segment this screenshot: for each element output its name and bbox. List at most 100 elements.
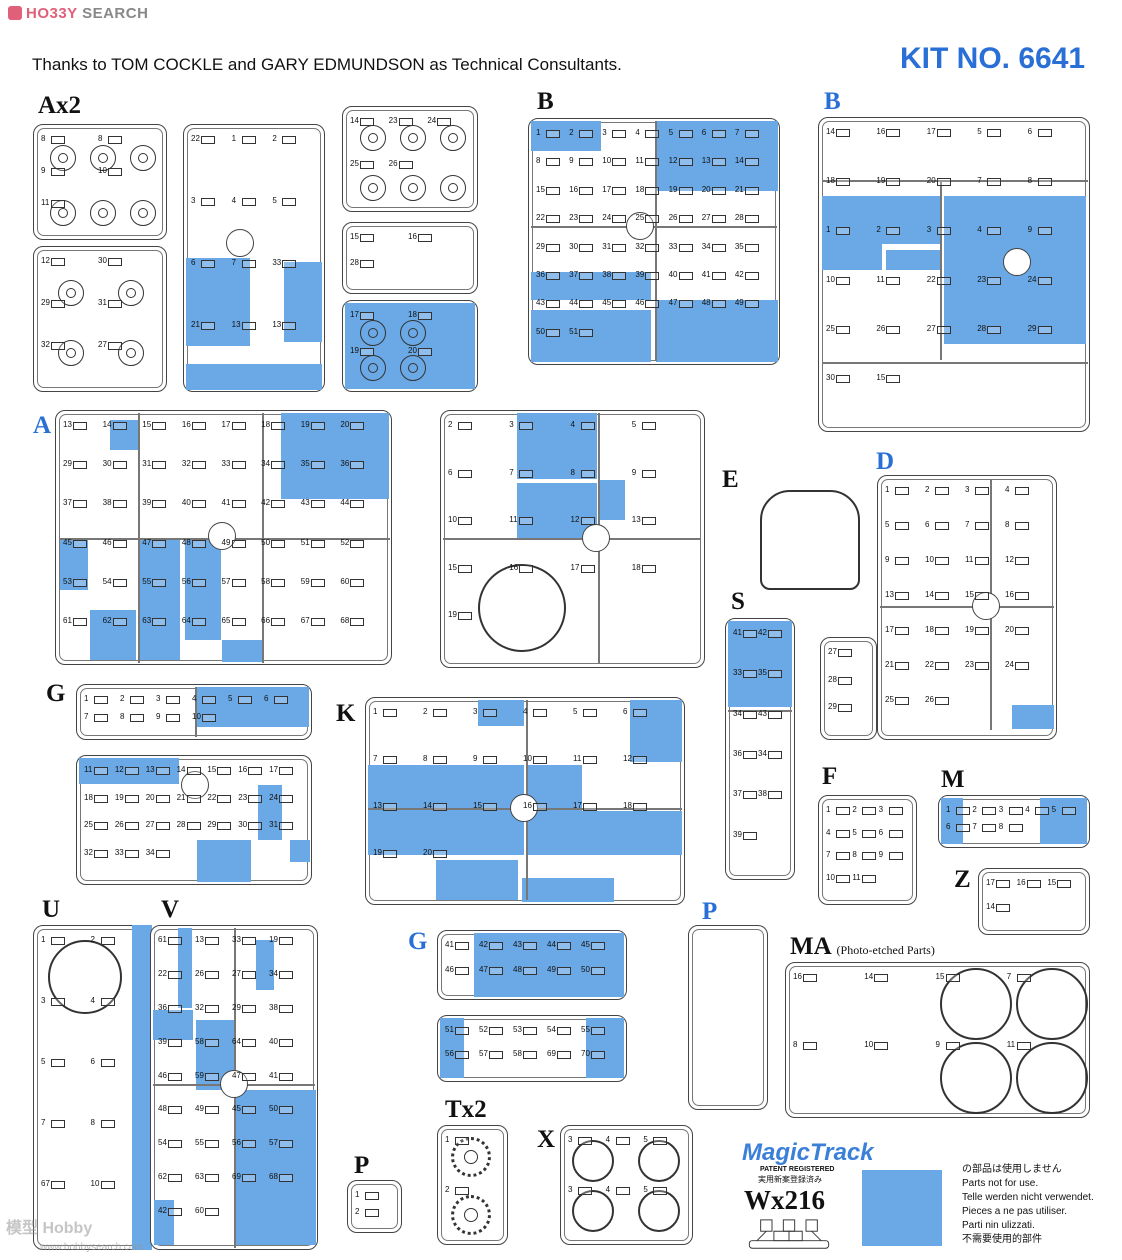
part-outline (975, 557, 989, 565)
part-number: 1 (826, 805, 831, 814)
part-outline (874, 1042, 889, 1050)
part-outline (975, 592, 989, 600)
part-number: 32 (181, 459, 191, 469)
part-number: 8 (998, 821, 1004, 831)
not-used-area (1012, 705, 1054, 729)
part-outline (168, 970, 182, 979)
part-outline (282, 322, 297, 330)
part-number: 11 (509, 515, 518, 525)
part-number: 22 (536, 213, 545, 223)
part-outline (641, 564, 656, 573)
part-outline (231, 539, 246, 548)
sprue-label: P (354, 1152, 369, 1179)
part-number: 29 (41, 298, 50, 307)
part-number: 7 (965, 520, 970, 529)
part-number: 42 (261, 498, 271, 508)
part-outline (242, 1106, 256, 1115)
part-number: 49 (547, 965, 556, 974)
part-number: 1 (355, 1190, 360, 1199)
part-outline (936, 227, 951, 236)
part-number: 29 (63, 459, 72, 469)
part-number: 27 (701, 213, 711, 223)
part-outline (73, 617, 87, 626)
part-number: 2 (569, 128, 574, 137)
sprue-letter: Z (954, 866, 971, 893)
part-number: 19 (965, 625, 974, 634)
part-number: 8 (41, 134, 46, 143)
part-number: 3 (878, 805, 884, 814)
part-number: 16 (238, 765, 248, 774)
sprue-label: X (537, 1126, 555, 1153)
part-number: 8 (423, 754, 428, 763)
sprue-hub (220, 1070, 248, 1098)
sprue-letter: P (702, 898, 718, 925)
part-outline (1016, 974, 1031, 982)
part-number: 33 (272, 258, 282, 267)
part-outline (248, 822, 263, 830)
part-outline (711, 158, 726, 167)
part-number: 16 (569, 184, 579, 194)
part-number: 20 (408, 346, 417, 355)
part-number: 29 (207, 820, 217, 829)
part-number: 22 (158, 968, 167, 978)
part-outline (678, 215, 693, 224)
part-number: 41 (221, 498, 231, 508)
sprue-frame (818, 795, 917, 905)
part-number: 63 (142, 615, 152, 625)
part-outline (895, 557, 909, 565)
part-outline (645, 300, 660, 309)
part-outline (546, 271, 560, 280)
part-outline (282, 198, 297, 206)
part-outline (612, 300, 627, 309)
part-outline (743, 630, 757, 638)
part-number: 15 (350, 232, 359, 241)
part-number: 34 (269, 968, 278, 978)
part-number: 48 (181, 537, 191, 547)
part-number: 24 (1027, 274, 1037, 284)
part-outline (523, 1027, 537, 1035)
sprue-letter: V (161, 896, 180, 923)
part-outline (433, 709, 447, 717)
part-number: 13 (145, 765, 155, 774)
part-number: 14 (176, 765, 186, 774)
sprue-label: B (537, 88, 554, 115)
part-number: 21 (885, 660, 894, 669)
part-number: 26 (388, 159, 398, 168)
part-outline (155, 849, 170, 858)
road-wheel-part (360, 320, 386, 346)
part-outline (945, 1042, 960, 1050)
wheel-hub-part (408, 183, 418, 193)
sprocket-part (451, 1137, 491, 1177)
part-outline (836, 129, 850, 137)
road-wheel-part (440, 125, 466, 151)
part-outline (579, 186, 594, 195)
part-outline (94, 794, 108, 803)
road-wheel-part (58, 340, 84, 366)
part-outline (836, 374, 850, 383)
part-outline (579, 130, 594, 138)
part-outline (242, 1004, 256, 1013)
part-outline (711, 215, 726, 224)
wheel-hub-part (66, 348, 76, 358)
part-outline (888, 807, 903, 815)
part-number: 6 (1027, 127, 1033, 136)
not-used-area (186, 364, 322, 390)
part-outline (458, 564, 472, 573)
part-outline (279, 1072, 293, 1081)
part-outline (987, 129, 1002, 137)
part-number: 33 (668, 241, 678, 251)
wheel-hub-part (58, 208, 68, 218)
part-number: 15 (142, 420, 152, 429)
part-number: 15 (473, 801, 482, 810)
part-outline (350, 539, 365, 548)
part-number: 7 (826, 850, 831, 859)
road-wheel-part (130, 145, 156, 171)
part-number: 4 (1005, 485, 1010, 494)
part-number: 5 (885, 520, 890, 529)
part-outline (1037, 178, 1052, 187)
part-outline (768, 751, 782, 759)
part-number: 24 (269, 792, 279, 802)
not-used-area (531, 121, 601, 151)
part-number: 51 (300, 537, 310, 547)
part-number: 17 (221, 420, 231, 429)
